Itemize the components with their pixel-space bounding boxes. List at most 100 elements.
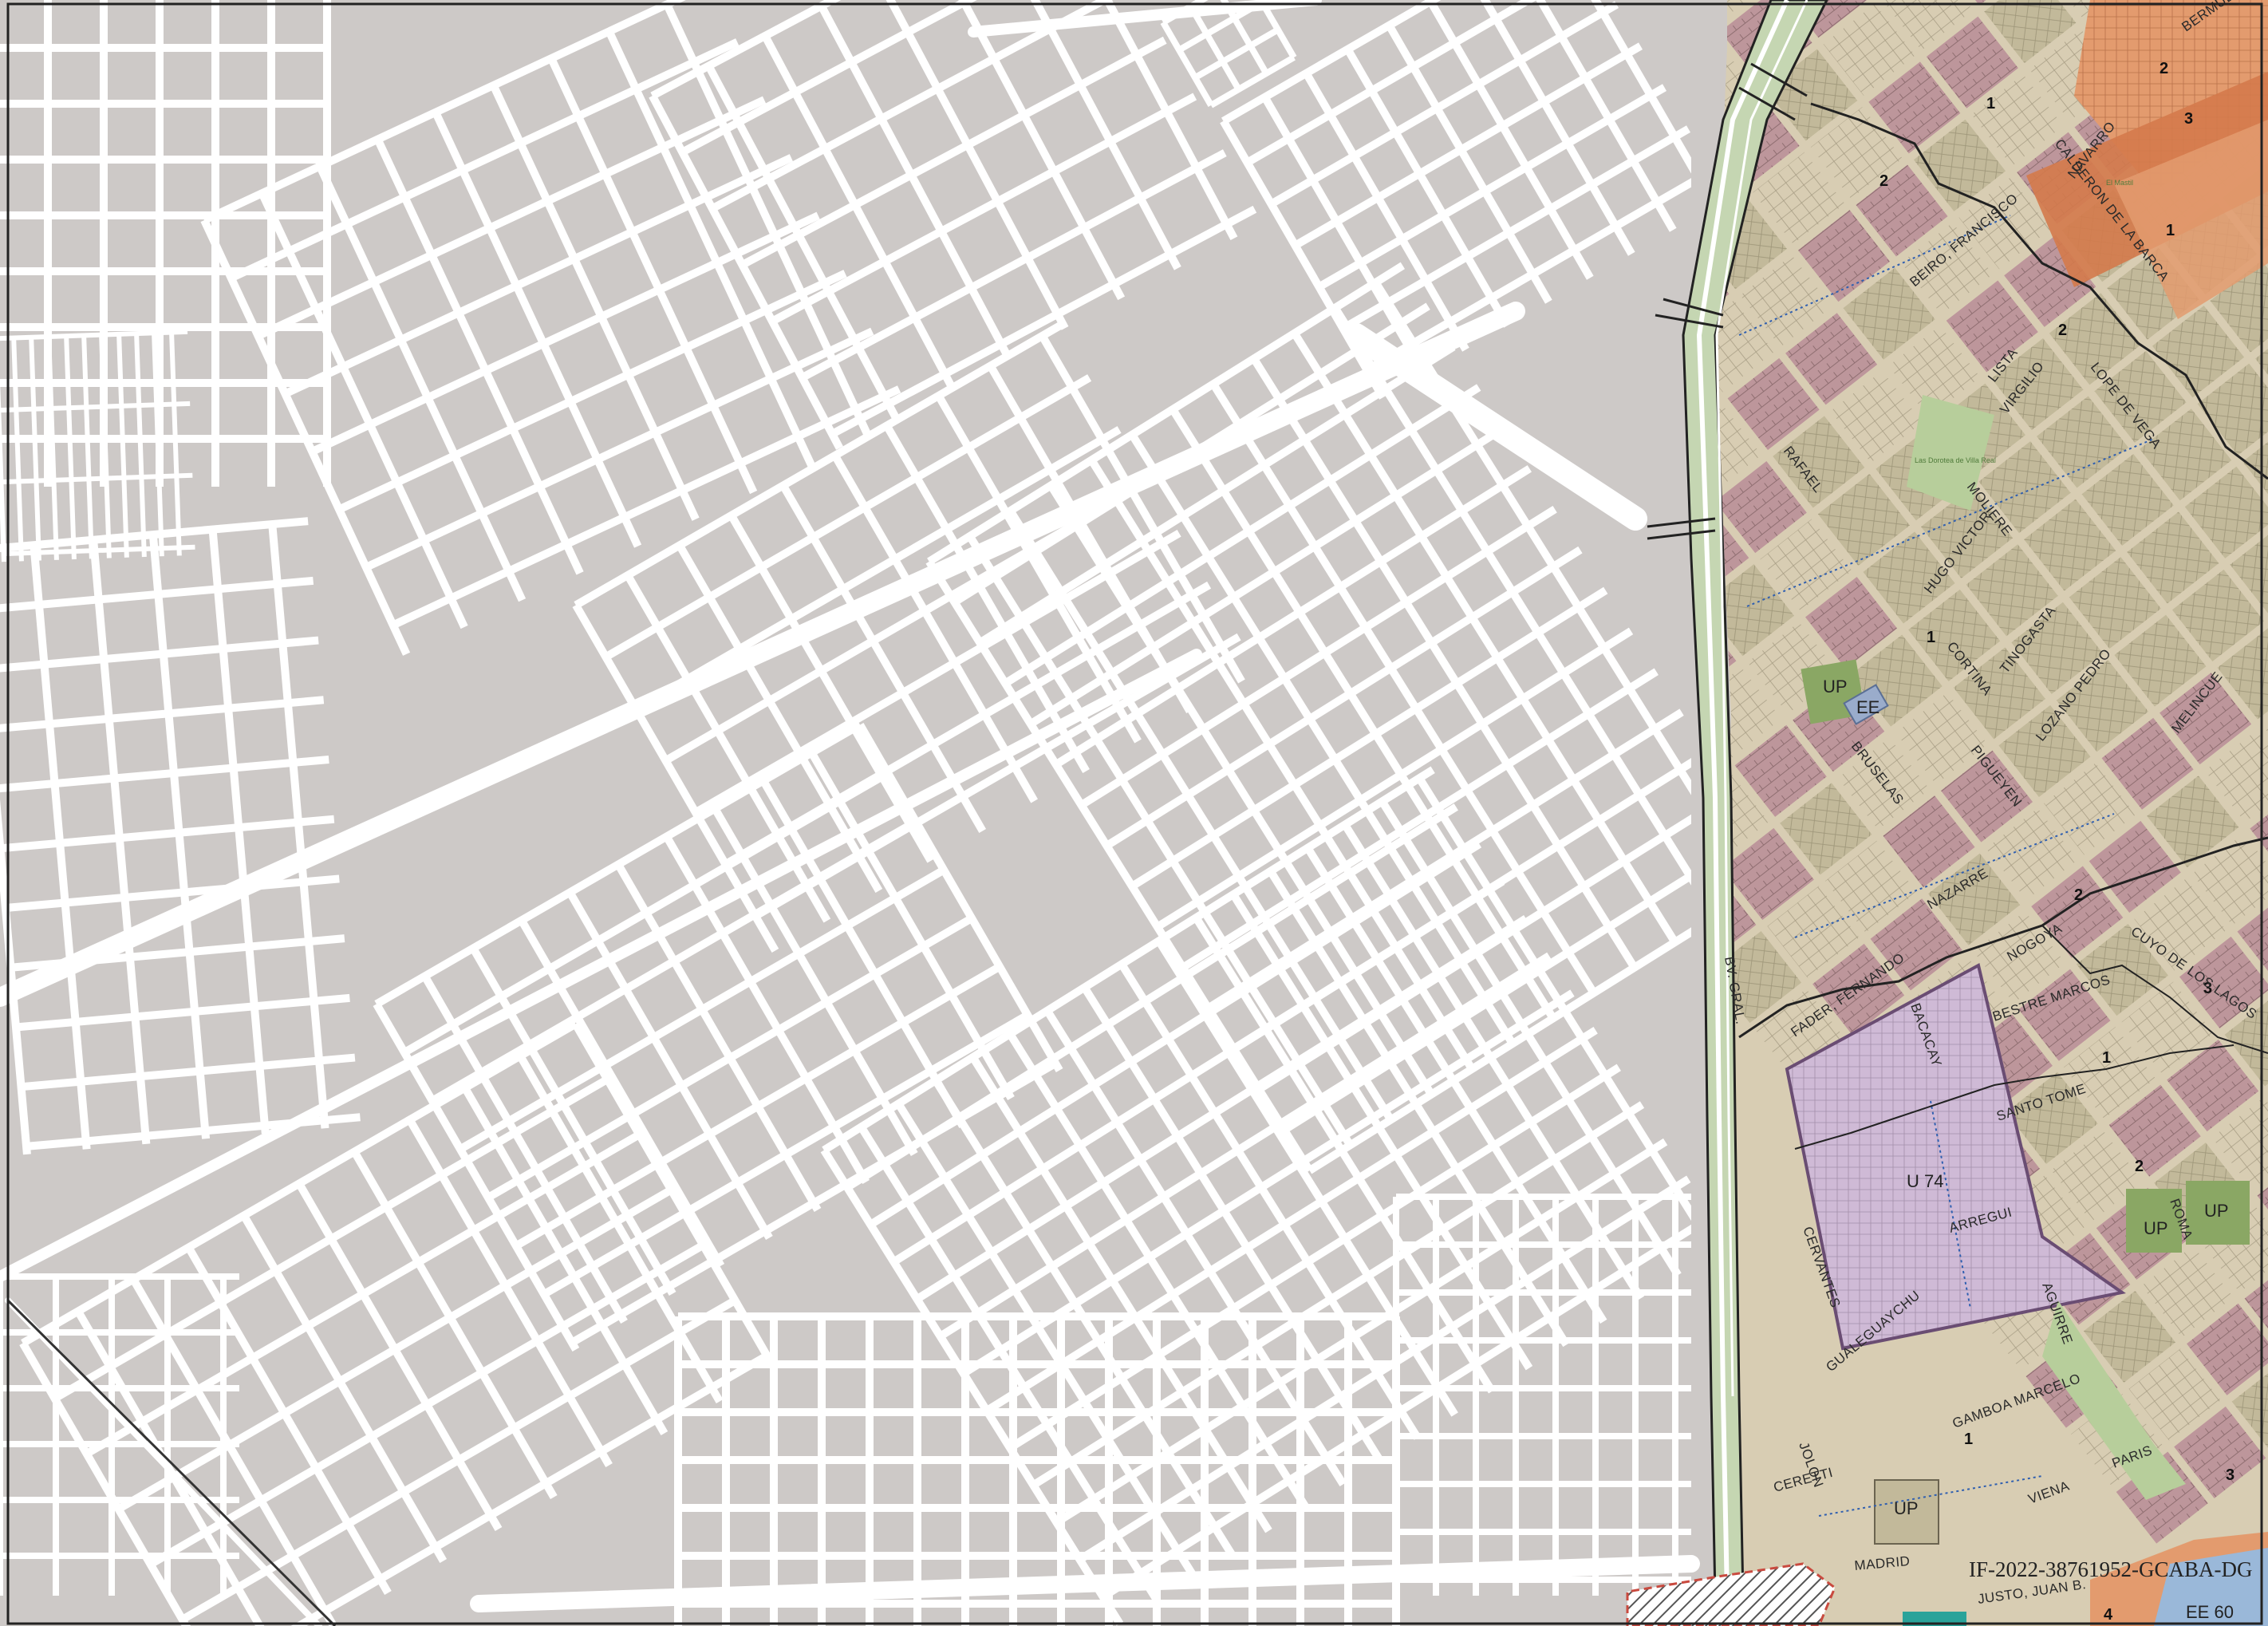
district-boundary-4 [1794, 1044, 2234, 1150]
city-block [2089, 820, 2181, 913]
up-park-3 [2186, 1181, 2250, 1245]
city-block [2244, 1258, 2268, 1351]
city-block [1715, 300, 1775, 393]
city-block [1984, 0, 2077, 64]
zone-label-u74: U 74 [1907, 1171, 1943, 1191]
boundary-line-sw [6, 1299, 337, 1626]
city-block [2083, 1290, 2176, 1383]
city-block [2174, 1406, 2266, 1498]
city-block [1715, 506, 1749, 598]
up-park-4 [1874, 1479, 1939, 1545]
city-block [2242, 421, 2268, 514]
city-block [2147, 776, 2239, 868]
plaza-green [1907, 395, 1994, 511]
city-block [2224, 994, 2268, 1087]
city-block [2108, 1084, 2201, 1177]
district-boundary-3 [2041, 925, 2268, 1054]
zone-label-up-2: UP [2144, 1218, 2168, 1238]
city-block [2187, 1303, 2268, 1395]
city-block [1780, 783, 1872, 875]
district-number: 1 [2166, 222, 2175, 239]
city-block [1895, 692, 1988, 785]
district-boundary [1810, 102, 2268, 480]
city-block [1998, 704, 2091, 797]
city-block [2179, 936, 2268, 1028]
city-block [1978, 441, 2071, 534]
city-block [2049, 293, 2141, 385]
zone-labels: UP EE U 74 UP UP UP EE 60 [1823, 677, 2234, 1622]
city-block [1913, 119, 2006, 211]
city-block [2231, 1361, 2268, 1454]
city-block [2128, 1348, 2221, 1441]
city-block [1953, 647, 2045, 740]
city-block [1773, 416, 1865, 508]
district-numbers: 2 3 1 2 1 2 1 2 3 1 2 1 3 4 [1879, 60, 2234, 1624]
city-block [2160, 673, 2252, 765]
district-number: 1 [1927, 629, 1935, 646]
city-block [2069, 557, 2161, 649]
city-block [2217, 627, 2268, 720]
city-block [2167, 1039, 2259, 1132]
city-block [1715, 667, 1782, 760]
city-block [2211, 1097, 2268, 1190]
district-number: 3 [2226, 1466, 2234, 1484]
district-number: 1 [2102, 1049, 2111, 1067]
city-block [1888, 326, 1981, 418]
city-block [1971, 74, 2064, 167]
zone-label-up-4: UP [1894, 1498, 1919, 1518]
city-block [1823, 3, 1915, 96]
major-avenues [0, 0, 1700, 1626]
city-block [2101, 717, 2194, 810]
city-block [1870, 898, 1962, 991]
zone-u74-area [1785, 962, 2126, 1351]
city-block [1920, 486, 2014, 578]
city-block [1843, 267, 1935, 360]
city-block [2152, 306, 2245, 398]
city-block [2184, 466, 2268, 558]
street-grid-block [820, 766, 1691, 1626]
street-grid-block [1160, 0, 1297, 109]
city-block [1817, 473, 1910, 566]
green-corridor [2042, 1300, 2186, 1500]
city-block [2114, 614, 2207, 707]
city-block [1740, 255, 1832, 347]
zone-label-up-1: UP [1823, 677, 1848, 697]
district-boundary-2 [1738, 836, 2268, 1039]
document-id: IF-2022-38761952-GCABA-DG [1969, 1557, 2252, 1581]
city-block [1856, 164, 1948, 257]
city-block [1760, 519, 1852, 611]
city-block [1837, 737, 1930, 830]
district-number: 1 [1964, 1431, 1973, 1448]
city-block [2237, 891, 2268, 984]
street-grid-block [0, 329, 195, 562]
city-block [1767, 886, 1860, 978]
city-block [2230, 524, 2268, 617]
street-grid-block [0, 517, 361, 1155]
city-block [1785, 313, 1878, 405]
city-block [1973, 911, 2065, 1004]
city-block [2063, 1027, 2156, 1119]
city-block [2006, 1072, 2098, 1164]
interchange-hatch [1626, 1562, 1836, 1626]
city-block [2011, 602, 2104, 694]
city-block [1966, 544, 2058, 637]
district-number: 3 [2203, 980, 2212, 997]
city-block [1991, 337, 2084, 431]
city-block [1868, 61, 1961, 154]
city-block [2197, 363, 2268, 456]
city-block [2204, 730, 2268, 823]
city-block [2076, 923, 2168, 1016]
city-block [2036, 396, 2129, 488]
district-number: 1 [1986, 95, 1995, 112]
city-block [2018, 969, 2111, 1061]
city-block [1901, 222, 1994, 315]
city-block [1824, 840, 1918, 933]
city-block [2081, 453, 2174, 547]
zone-label-up-3: UP [2204, 1201, 2229, 1221]
water-area [2154, 1548, 2268, 1626]
street-grid-block [1220, 0, 1691, 400]
city-block [1908, 589, 2001, 681]
district-number: 2 [1879, 172, 1888, 190]
city-block [2024, 499, 2116, 591]
